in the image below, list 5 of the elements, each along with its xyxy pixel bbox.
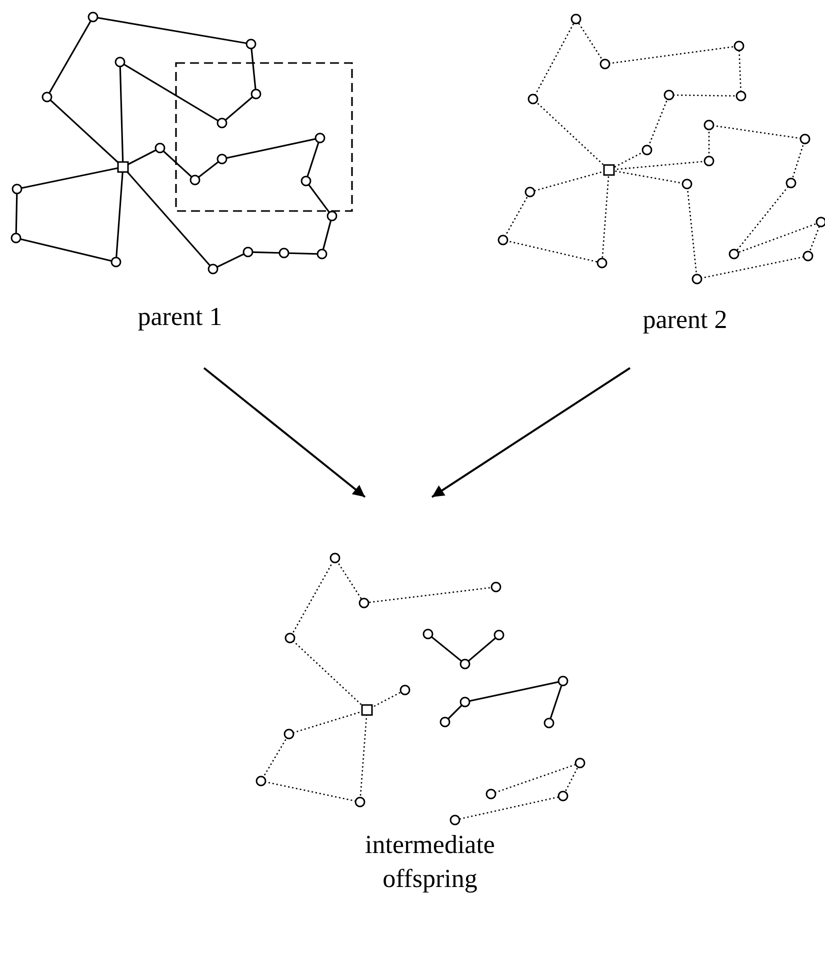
node-label: parent 1: [136, 301, 224, 333]
node-label: parent 2: [642, 304, 728, 336]
node-label: intermediate offspring: [364, 829, 496, 895]
arrow: [431, 367, 631, 498]
arrow: [203, 367, 366, 498]
